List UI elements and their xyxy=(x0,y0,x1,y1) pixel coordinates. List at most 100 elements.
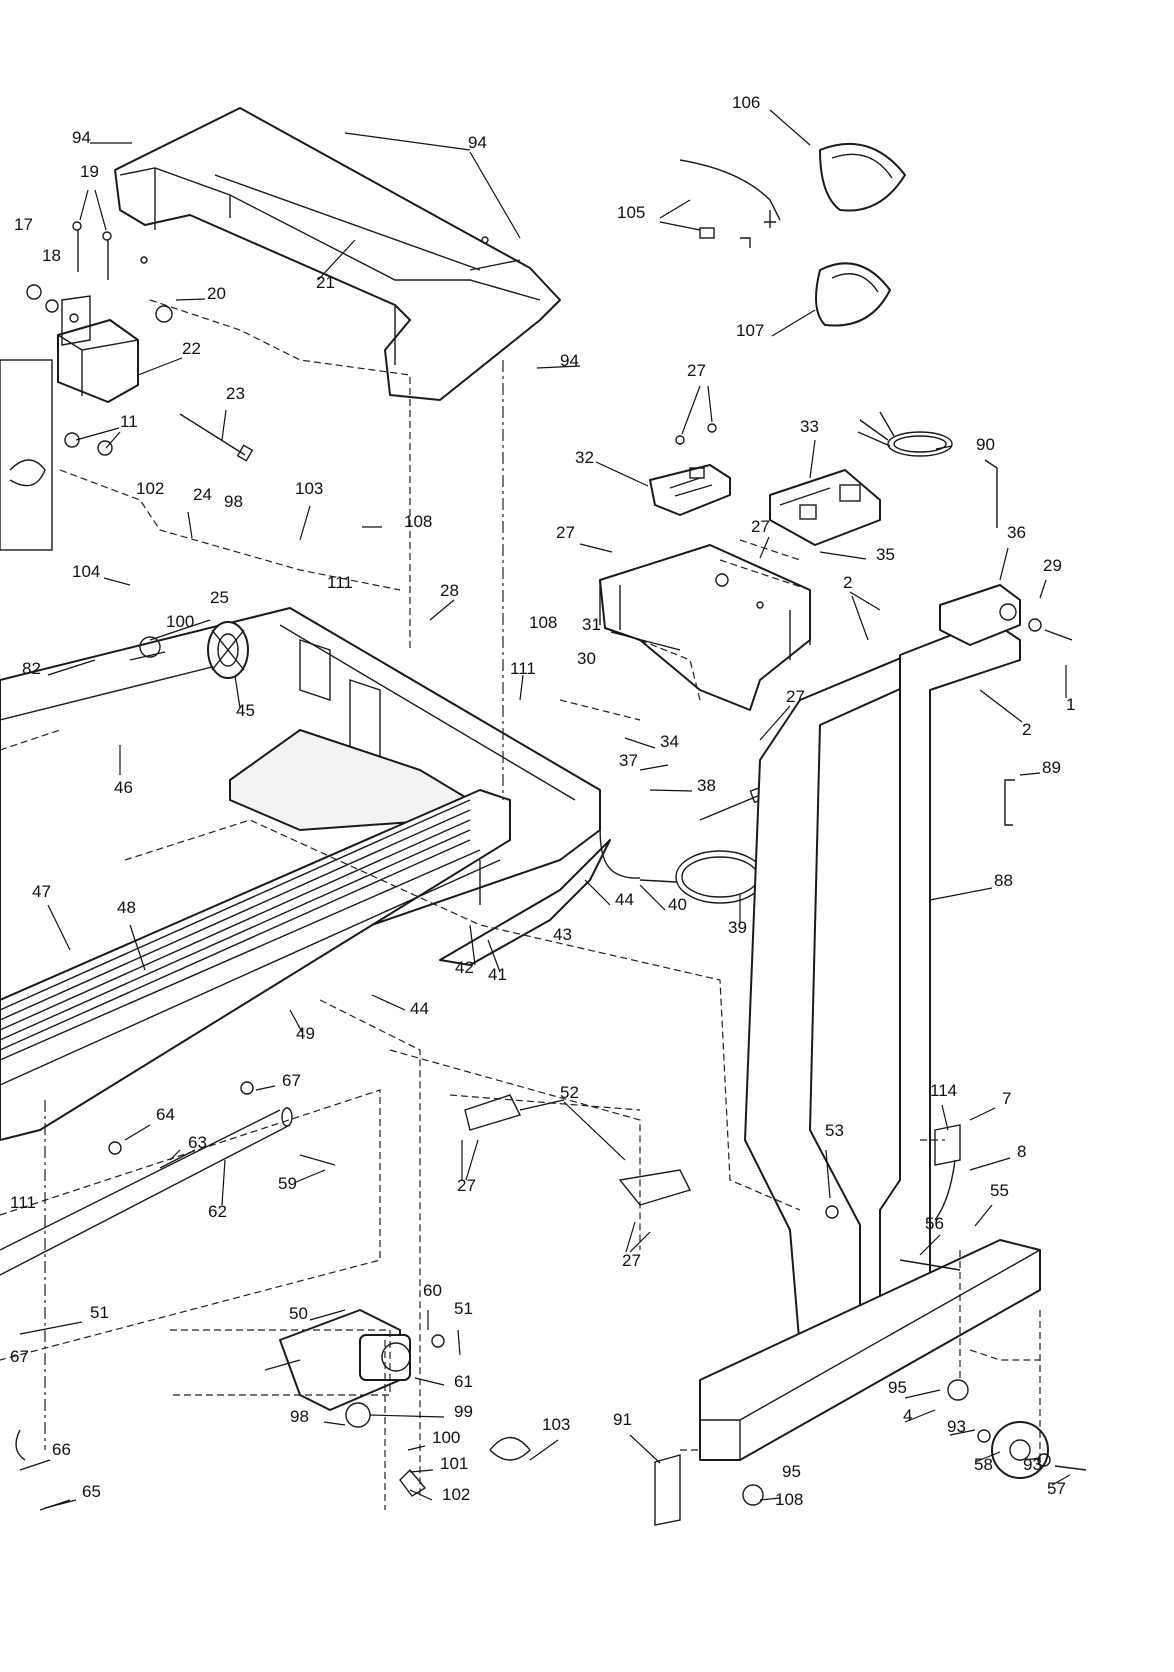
part-callout-111: 111 xyxy=(327,573,353,592)
part-callout-98: 98 xyxy=(224,492,243,511)
part-callout-27: 27 xyxy=(751,517,770,536)
part-callout-65: 65 xyxy=(82,1482,101,1501)
part-callout-91: 91 xyxy=(613,1410,632,1429)
part-callout-51: 51 xyxy=(90,1303,109,1322)
part-callout-24: 24 xyxy=(193,485,212,504)
part-callout-53: 53 xyxy=(825,1121,844,1140)
part-callout-59: 59 xyxy=(278,1174,297,1193)
part-callout-89: 89 xyxy=(1042,758,1061,777)
part-callout-41: 41 xyxy=(488,965,507,984)
part-callout-103: 103 xyxy=(295,479,323,498)
motor-hood-part-21 xyxy=(114,107,561,401)
part-callout-42: 42 xyxy=(455,958,474,977)
part-callout-36: 36 xyxy=(1007,523,1026,542)
part-callout-38: 38 xyxy=(697,776,716,795)
part-callout-99: 99 xyxy=(454,1402,473,1421)
part-callout-40: 40 xyxy=(668,895,687,914)
part-callout-66: 66 xyxy=(52,1440,71,1459)
part-callout-46: 46 xyxy=(114,778,133,797)
part-callout-29: 29 xyxy=(1043,556,1062,575)
part-callout-21: 21 xyxy=(316,273,335,292)
part-callout-111: 111 xyxy=(10,1193,36,1212)
part-callout-103: 103 xyxy=(542,1415,570,1434)
part-callout-60: 60 xyxy=(423,1281,442,1300)
part-callout-44: 44 xyxy=(615,890,634,909)
part-callout-100: 100 xyxy=(166,612,194,631)
part-callout-31: 31 xyxy=(582,615,601,634)
part-callout-1: 1 xyxy=(1066,695,1075,714)
upright-bracket-part-22 xyxy=(0,221,254,551)
part-callout-27: 27 xyxy=(556,523,575,542)
part-callout-28: 28 xyxy=(440,581,459,600)
part-callout-58: 58 xyxy=(974,1455,993,1474)
part-callout-49: 49 xyxy=(296,1024,315,1043)
part-callout-108: 108 xyxy=(529,613,557,632)
alignment-lines xyxy=(0,299,1041,1510)
part-callout-63: 63 xyxy=(188,1133,207,1152)
part-callout-25: 25 xyxy=(210,588,229,607)
part-callout-95: 95 xyxy=(888,1378,907,1397)
part-callout-108: 108 xyxy=(775,1490,803,1509)
part-callout-90: 90 xyxy=(976,435,995,454)
part-callout-17: 17 xyxy=(14,215,33,234)
part-callout-51: 51 xyxy=(454,1299,473,1318)
small-hardware xyxy=(15,236,1073,1526)
controller-board-part-33 xyxy=(769,469,881,546)
part-callout-44: 44 xyxy=(410,999,429,1018)
part-callout-93: 93 xyxy=(947,1417,966,1436)
part-callout-106: 106 xyxy=(732,93,760,112)
part-callout-104: 104 xyxy=(72,562,100,581)
part-callout-82: 82 xyxy=(22,659,41,678)
part-callout-27: 27 xyxy=(622,1251,641,1270)
controller-board-part-32 xyxy=(649,423,731,516)
running-deck-part-47 xyxy=(0,789,511,1141)
part-callout-48: 48 xyxy=(117,898,136,917)
part-callout-105: 105 xyxy=(617,203,645,222)
part-callout-45: 45 xyxy=(236,701,255,720)
idler-roller-part-62 xyxy=(0,1107,293,1276)
part-callout-27: 27 xyxy=(457,1176,476,1195)
part-callout-57: 57 xyxy=(1047,1479,1066,1498)
part-callout-102: 102 xyxy=(136,479,164,498)
part-callout-19: 19 xyxy=(80,162,99,181)
part-callout-102: 102 xyxy=(442,1485,470,1504)
part-callout-94: 94 xyxy=(468,133,487,152)
part-callout-55: 55 xyxy=(990,1181,1009,1200)
motor-guard-part-43 xyxy=(439,839,611,966)
part-callout-47: 47 xyxy=(32,882,51,901)
part-callout-67: 67 xyxy=(10,1347,29,1366)
wire-harness-part-90 xyxy=(857,411,953,457)
motor-plate-part-31 xyxy=(599,544,811,711)
tie-straps-106-107 xyxy=(679,142,906,327)
power-cord-part-39 xyxy=(599,784,771,904)
part-callout-37: 37 xyxy=(619,751,638,770)
part-callout-34: 34 xyxy=(660,732,679,751)
part-callout-107: 107 xyxy=(736,321,764,340)
part-callout-43: 43 xyxy=(553,925,572,944)
part-callout-114: 114 xyxy=(930,1081,957,1100)
part-callout-108: 108 xyxy=(404,512,432,531)
part-callout-27: 27 xyxy=(786,687,805,706)
part-callout-22: 22 xyxy=(182,339,201,358)
part-callout-33: 33 xyxy=(800,417,819,436)
pulley-part-45 xyxy=(207,621,249,679)
base-frame xyxy=(699,1239,1087,1479)
part-callout-23: 23 xyxy=(226,384,245,403)
part-callout-27: 27 xyxy=(687,361,706,380)
part-callout-20: 20 xyxy=(207,284,226,303)
part-callout-56: 56 xyxy=(925,1214,944,1233)
part-callout-39: 39 xyxy=(728,918,747,937)
part-callout-11: 11 xyxy=(120,412,138,431)
part-callout-4: 4 xyxy=(903,1406,912,1425)
part-callout-7: 7 xyxy=(1002,1089,1011,1108)
part-callout-30: 30 xyxy=(577,649,596,668)
part-callout-101: 101 xyxy=(440,1454,468,1473)
part-callout-2: 2 xyxy=(1022,720,1031,739)
part-callout-52: 52 xyxy=(560,1083,579,1102)
leader-lines xyxy=(19,109,1071,1509)
upright-part-88 xyxy=(744,584,1021,1371)
part-callout-94: 94 xyxy=(560,351,579,370)
part-callout-62: 62 xyxy=(208,1202,227,1221)
